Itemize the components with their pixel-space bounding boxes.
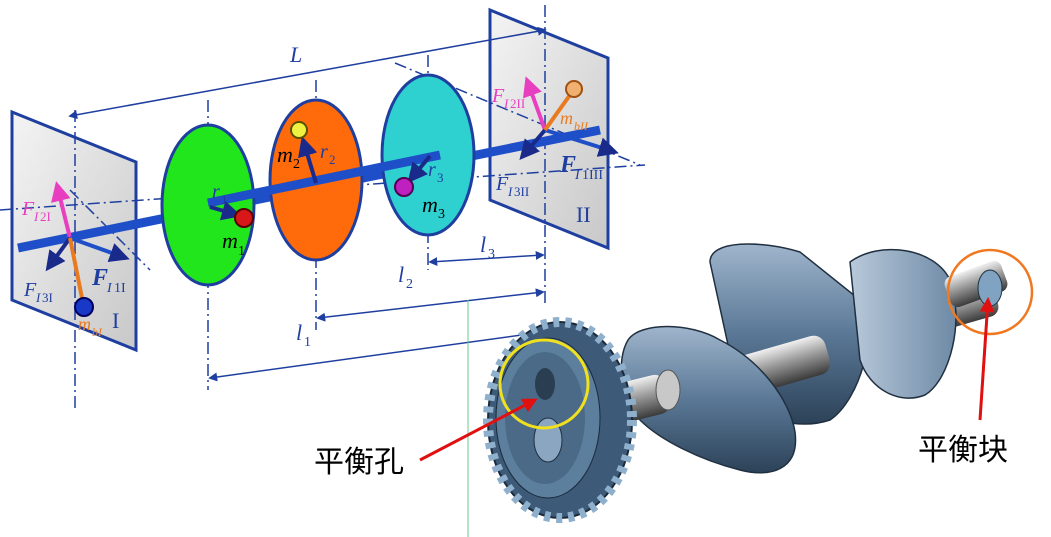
svg-text:3: 3	[437, 170, 444, 185]
label-F-I1I: F I 1I	[91, 265, 126, 296]
mass-1	[234, 208, 254, 228]
svg-text:r: r	[212, 181, 220, 203]
svg-text:1I: 1I	[114, 281, 126, 296]
svg-text:F: F	[91, 265, 108, 291]
svg-text:1: 1	[304, 335, 311, 350]
svg-text:I: I	[106, 281, 113, 296]
force-f1-right	[544, 128, 619, 157]
svg-text:2II: 2II	[510, 96, 525, 111]
mass-b-right-arm	[543, 93, 572, 132]
balance-block-marker	[946, 248, 1034, 336]
svg-text:2I: 2I	[40, 209, 51, 224]
force-f2-left	[51, 181, 72, 239]
disk-1	[160, 123, 256, 287]
svg-text:l: l	[398, 262, 404, 287]
crankshaft-render	[483, 243, 1008, 523]
balance-hole-marker	[498, 338, 590, 430]
svg-text:bI: bI	[92, 325, 103, 339]
svg-text:1: 1	[221, 192, 228, 207]
shaft-front	[207, 150, 441, 208]
label-m3: m 3	[422, 192, 445, 222]
svg-text:l: l	[480, 232, 486, 257]
label-r3: r 3	[428, 159, 444, 185]
svg-text:3: 3	[488, 247, 495, 262]
svg-text:l: l	[296, 320, 302, 345]
svg-text:I: I	[35, 290, 41, 305]
svg-text:F: F	[559, 152, 576, 178]
svg-text:F: F	[23, 279, 37, 301]
label-F-I2I: F I 2I	[21, 198, 51, 224]
force-f1-left	[69, 236, 130, 263]
label-l2: l 2	[398, 262, 413, 292]
svg-text:F: F	[21, 198, 35, 220]
svg-text:I: I	[33, 209, 39, 224]
label-plane-I: I	[112, 308, 119, 333]
pointer-block	[978, 297, 995, 421]
mass-b-left	[74, 297, 94, 317]
label-r1: r 1	[212, 181, 228, 207]
svg-text:I: I	[507, 184, 513, 199]
label-balance-block: 平衡块	[918, 433, 1008, 468]
svg-text:bII: bII	[574, 119, 589, 133]
label-F-I3I: F I 3I	[23, 279, 53, 305]
svg-text:1: 1	[238, 244, 245, 259]
label-m2: m 2	[277, 142, 300, 172]
label-m-bI: m bI	[78, 314, 103, 339]
dimension-lines	[68, 26, 547, 382]
label-balance-hole: 平衡孔	[314, 445, 404, 480]
svg-text:r: r	[320, 141, 328, 163]
svg-text:m: m	[277, 142, 293, 167]
svg-text:3I: 3I	[42, 290, 53, 305]
force-f2-right	[523, 76, 547, 131]
svg-text:I: I	[503, 96, 509, 111]
label-m-bII: m bII	[560, 108, 589, 133]
label-F-I2II: F I 2II	[491, 85, 525, 111]
svg-text:2: 2	[293, 157, 300, 172]
svg-text:I: I	[574, 168, 581, 183]
label-F-I1III: F I 1III	[559, 152, 603, 183]
radius-1	[209, 200, 242, 221]
label-plane-II: II	[576, 202, 591, 227]
label-F-I3II: F I 3II	[495, 173, 529, 199]
label-m1: m 1	[222, 228, 245, 259]
label-L: L	[289, 42, 302, 67]
force-f3-left	[45, 236, 72, 272]
radius-2	[298, 136, 318, 184]
mass-b-right	[565, 80, 583, 98]
pointer-hole	[419, 398, 538, 462]
svg-text:1III: 1III	[582, 168, 603, 183]
mass-b-left-arm	[68, 237, 84, 299]
svg-text:2: 2	[329, 152, 336, 167]
svg-text:m: m	[78, 314, 91, 334]
force-f3-right	[519, 128, 547, 161]
label-l1: l 1	[296, 320, 311, 350]
svg-text:F: F	[491, 85, 505, 107]
svg-text:m: m	[560, 108, 573, 128]
svg-text:3: 3	[438, 207, 445, 222]
svg-text:m: m	[422, 192, 438, 217]
mass-3	[394, 177, 414, 197]
plane-left	[10, 109, 138, 353]
svg-text:F: F	[495, 173, 509, 195]
label-l3: l 3	[480, 232, 495, 262]
label-r2: r 2	[320, 141, 336, 167]
mass-2	[290, 121, 308, 139]
svg-text:r: r	[428, 159, 436, 181]
svg-text:2: 2	[406, 277, 413, 292]
radius-3	[407, 154, 432, 184]
svg-text:m: m	[222, 228, 238, 253]
svg-text:3II: 3II	[514, 184, 529, 199]
